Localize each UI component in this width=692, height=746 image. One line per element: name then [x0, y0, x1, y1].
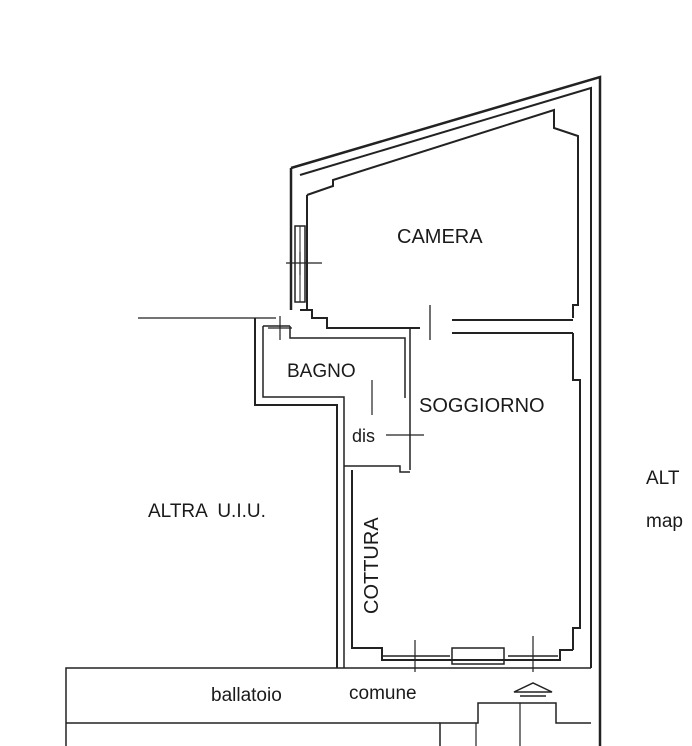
ballatoio-outline — [65, 667, 591, 746]
bottom-wall — [351, 470, 573, 661]
alt-label: ALT — [646, 468, 680, 489]
bagno-label: BAGNO — [287, 361, 356, 382]
comune-label: comune — [349, 683, 417, 704]
map-label: map — [646, 511, 683, 532]
dis-wall — [344, 465, 410, 473]
dis-label: dis — [352, 426, 375, 446]
kitchen-window — [451, 647, 505, 665]
camera-label: CAMERA — [397, 226, 483, 248]
camera-wall — [306, 108, 579, 318]
cottura-label: COTTURA — [361, 517, 383, 614]
stair-block — [439, 702, 591, 746]
bagno-wall — [254, 318, 338, 668]
outer-wall — [290, 75, 602, 746]
soggiorno-label: SOGGIORNO — [419, 395, 545, 417]
camera-partition — [300, 309, 420, 329]
soggiorno-wall — [572, 333, 581, 650]
entrance-arrow-icon — [513, 682, 553, 697]
outer-wall-inner — [299, 86, 592, 668]
ballatoio-label: ballatoio — [211, 685, 282, 706]
bagno-wall-inner — [262, 326, 345, 668]
altra-uiu-label: ALTRA U.I.U. — [148, 501, 266, 522]
